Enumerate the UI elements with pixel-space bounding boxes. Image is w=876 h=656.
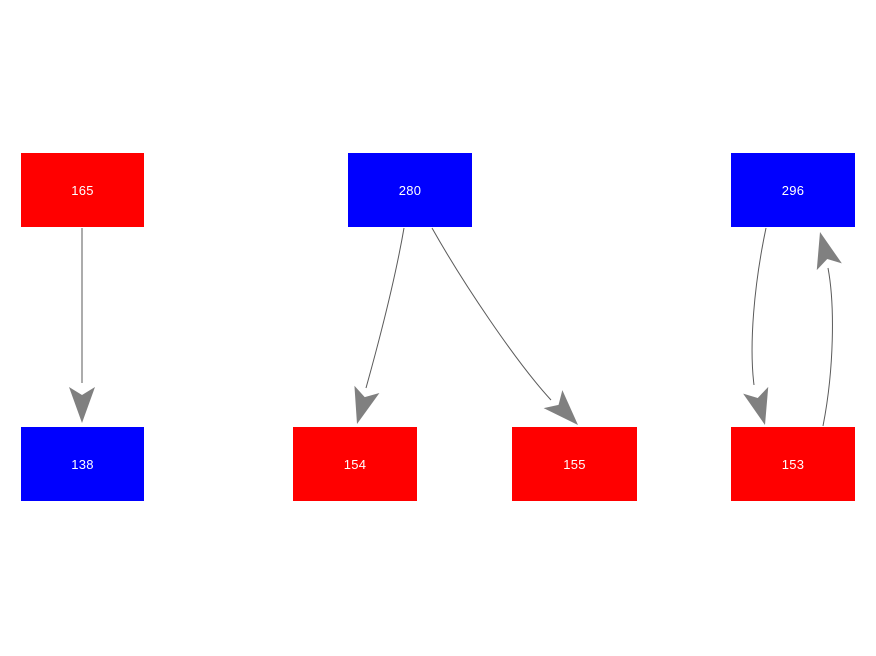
graph-node-155[interactable]: 155: [512, 427, 637, 501]
node-label: 153: [781, 456, 805, 472]
edge-line: [365, 227, 405, 389]
graph-node-154[interactable]: 154: [293, 427, 417, 501]
node-label: 280: [398, 182, 422, 198]
graph-node-153[interactable]: 153: [731, 427, 855, 501]
graph-edge-296-to-153: [743, 227, 769, 425]
graph-edge-280-to-154: [354, 227, 405, 424]
edge-line: [822, 267, 833, 427]
edge-arrowhead-icon: [354, 385, 380, 424]
graph-edge-165-to-138: [69, 228, 95, 423]
node-label: 296: [781, 182, 805, 198]
edge-line: [751, 227, 767, 386]
edge-arrowhead-icon: [69, 387, 95, 423]
graph-node-280[interactable]: 280: [348, 153, 472, 227]
edge-arrowhead-icon: [816, 232, 842, 271]
graph-node-296[interactable]: 296: [731, 153, 855, 227]
graph-edge-153-to-296: [816, 232, 842, 427]
node-label: 154: [343, 456, 367, 472]
graph-node-138[interactable]: 138: [21, 427, 144, 501]
node-label: 138: [71, 456, 94, 472]
edge-arrowhead-icon: [743, 386, 769, 425]
graph-node-165[interactable]: 165: [21, 153, 144, 227]
edge-line: [431, 227, 552, 401]
node-label: 165: [71, 182, 94, 198]
graph-edge-280-to-155: [431, 227, 578, 425]
node-label: 155: [563, 456, 586, 472]
